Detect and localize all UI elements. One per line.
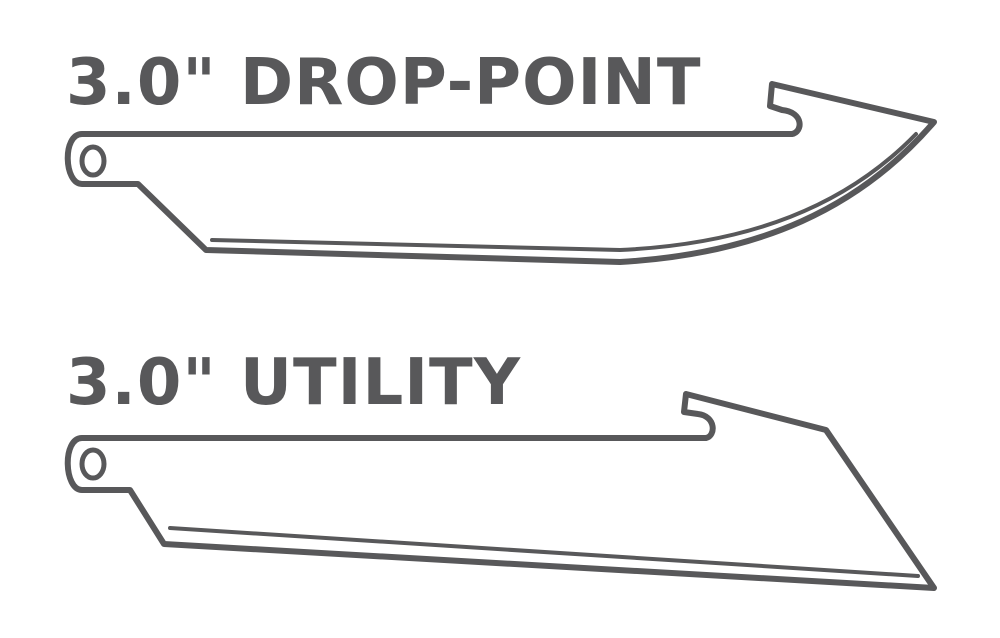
drop-point-blade-body: [64, 81, 937, 265]
drop-point-blade-outline: [64, 81, 937, 265]
utility-blade-outline: [64, 391, 937, 591]
utility-blade-group: 3.0" UTILITY: [64, 346, 937, 591]
drop-point-title: 3.0" DROP-POINT: [66, 46, 702, 120]
drop-point-pivot-hole: [79, 144, 107, 178]
utility-blade-body: [64, 391, 937, 591]
utility-edge-bevel: [168, 526, 920, 578]
utility-title: 3.0" UTILITY: [66, 346, 521, 420]
drop-point-edge-bevel: [210, 132, 918, 252]
utility-pivot-hole: [79, 447, 107, 481]
drop-point-blade-group: 3.0" DROP-POINT: [64, 46, 937, 265]
